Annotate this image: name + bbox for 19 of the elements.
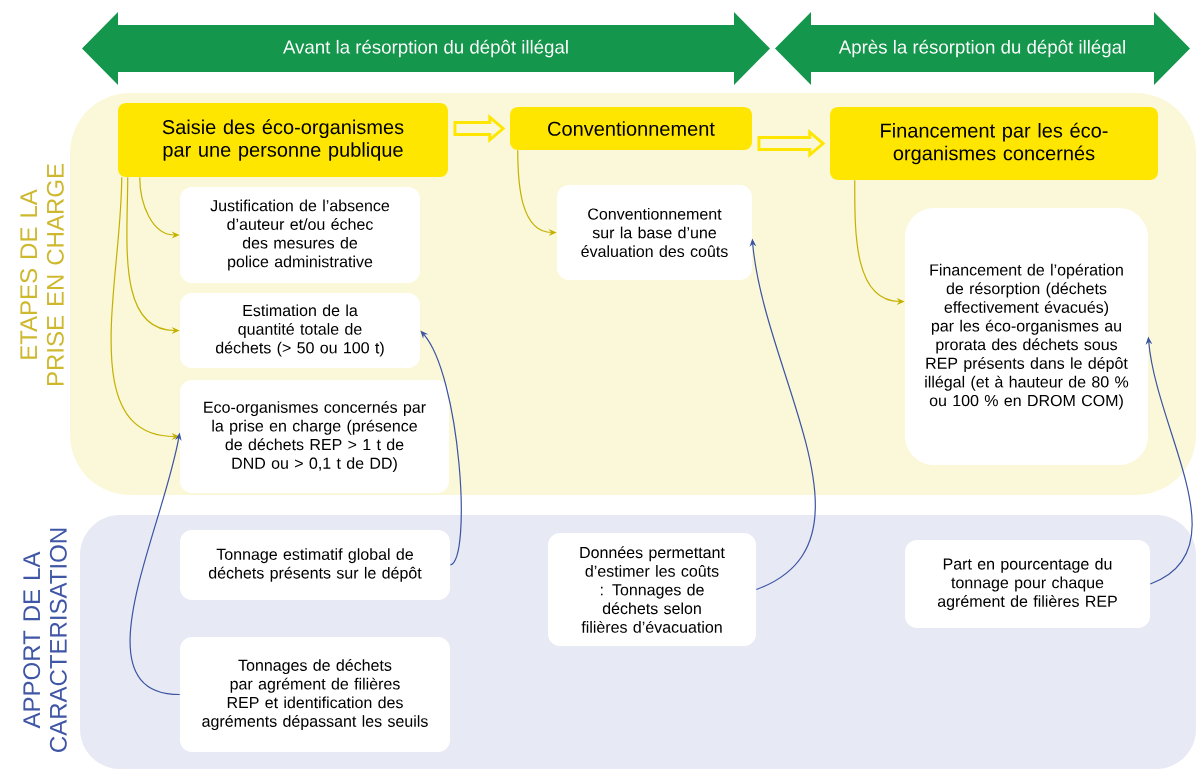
period-banner: Avant la résorption du dépôt illégal xyxy=(82,12,770,85)
step-box: Saisie des éco-organismes par une personne publique xyxy=(118,103,448,177)
step-box: Conventionnement xyxy=(510,107,752,150)
text-box: Tonnages de déchets par agrément de filières REP et identification des agréments dépassant les seuils xyxy=(180,637,450,752)
text-box: Justification de l’absence d’auteur et/ou échec des mesures de police administrative xyxy=(180,187,420,283)
text-box: Estimation de la quantité totale de déchets (> 50 ou 100 t) xyxy=(180,293,420,368)
node-label: Eco-organismes concernés par la prise en charge (présence de déchets REP > 1 t de DND ou > 0,1 t de DD) xyxy=(204,400,426,473)
text-box: Tonnage estimatif global de déchets présents sur le dépôt xyxy=(180,530,450,600)
text-box: Données permettant d’estimer les coûts : Tonnages de déchets selon filières d’évacuation xyxy=(548,533,756,647)
text-box: Financement de l’opération de résorption (déchets effectivement évacués) par les éco-organismes au prorata des déchets sous REP présents dans le dépôt illégal (et à hauteur de 80 % ou 100 % en DROM COM) xyxy=(905,207,1148,466)
text-box: Eco-organismes concernés par la prise en charge (présence de déchets REP > 1 t de DND ou > 0,1 t de DD) xyxy=(179,379,450,494)
period-banner: Après la résorption du dépôt illégal xyxy=(775,12,1190,85)
step-box: Financement par les éco-organismes concernés xyxy=(830,106,1158,181)
text-box: Conventionnement sur la base d’une évaluation des coûts xyxy=(557,185,752,280)
block-arrow xyxy=(757,129,826,158)
block-arrow xyxy=(453,114,506,143)
text-box: Part en pourcentage du tonnage pour chaque agrément de filières REP xyxy=(905,540,1151,628)
band-heading: ETAPES DE LA PRISE EN CHARGE xyxy=(20,164,64,386)
band-heading: APPORT DE LA CARACTERISATION xyxy=(23,528,67,752)
